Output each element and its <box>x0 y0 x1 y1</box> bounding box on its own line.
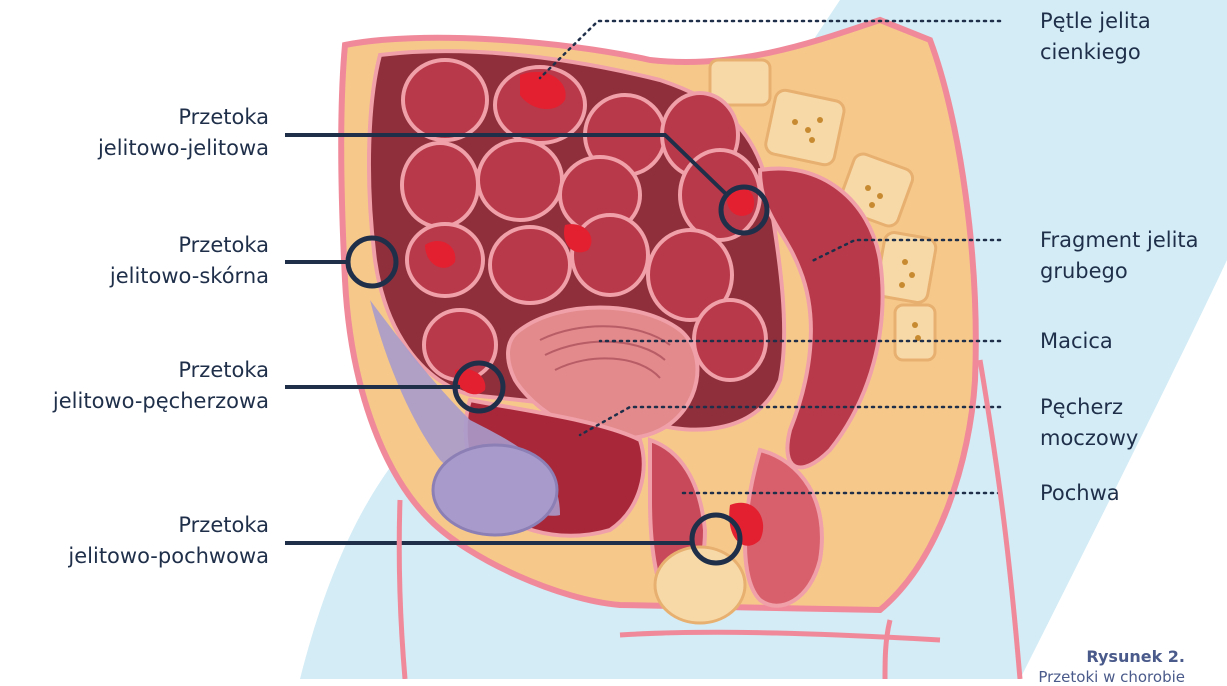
label-pochwa: Pochwa <box>1040 478 1120 509</box>
figure-caption-title: Rysunek 2. <box>1086 647 1185 666</box>
figure-caption-subtitle: Przetoki w chorobie <box>1038 668 1185 686</box>
label-przetoka-jelitowo-pochwowa: Przetoka jelitowo-pochwowa <box>68 510 269 572</box>
label-petle-jelita-cienkiego: Pętle jelita cienkiego <box>1040 6 1151 68</box>
label-przetoka-jelitowo-jelitowa: Przetoka jelitowo-jelitowa <box>98 102 269 164</box>
label-macica: Macica <box>1040 326 1113 357</box>
label-pecherz-moczowy: Pęcherz moczowy <box>1040 392 1138 454</box>
label-fragment-jelita-grubego: Fragment jelita grubego <box>1040 225 1199 287</box>
label-przetoka-jelitowo-skorna: Przetoka jelitowo-skórna <box>110 230 269 292</box>
label-przetoka-jelitowo-pecherzowa: Przetoka jelitowo-pęcherzowa <box>53 355 269 417</box>
purple-loop <box>433 445 557 535</box>
